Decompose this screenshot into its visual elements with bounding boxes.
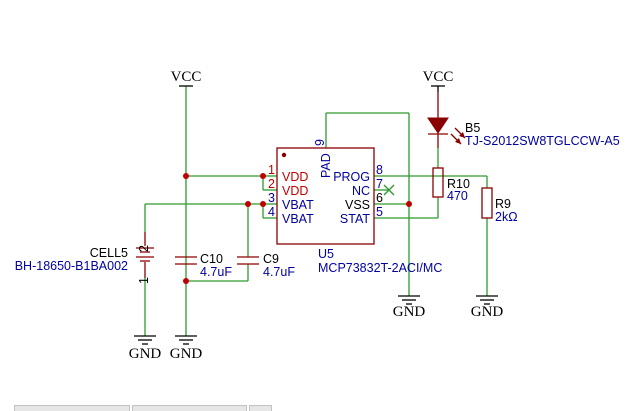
u5-ref: U5: [318, 247, 334, 261]
u5-pin-9-number: 9: [313, 139, 327, 146]
tab-2[interactable]: [132, 405, 247, 411]
tab-3[interactable]: [249, 405, 272, 411]
junction-vss: [406, 201, 412, 207]
r10-value: 470: [447, 189, 468, 203]
bottom-tab-strip: [0, 405, 642, 411]
gnd-ic-label: GND: [393, 304, 426, 320]
resistor-r10[interactable]: R10 470: [432, 167, 470, 203]
cell-ref: CELL5: [90, 246, 128, 260]
gnd-cap-label: GND: [170, 346, 203, 362]
ground-r9: GND: [471, 295, 504, 320]
r9-ref: R9: [495, 197, 511, 211]
junction-pin1: [260, 173, 266, 179]
ground-cell: GND: [129, 335, 162, 362]
gnd-r9-label: GND: [471, 304, 504, 320]
power-vcc-right: VCC: [423, 69, 454, 87]
ic-u5[interactable]: 1 2 3 4 VDD VDD VBAT VBAT 8 7 6 5 PROG N…: [268, 139, 442, 275]
r9-value: 2kΩ: [495, 210, 518, 224]
capacitor-c9[interactable]: C9 4.7uF: [237, 252, 295, 279]
vcc-left-label: VCC: [171, 69, 202, 85]
junction-c9: [245, 201, 251, 207]
u5-pin-1-number: 1: [268, 163, 275, 177]
u5-pin-1-name: VDD: [282, 170, 308, 184]
capacitor-c10[interactable]: C10 4.7uF: [175, 252, 232, 279]
c10-ref: C10: [200, 252, 223, 266]
u5-pin-8-number: 8: [376, 163, 383, 177]
b5-ref: B5: [465, 121, 480, 135]
u5-pin-5-number: 5: [376, 205, 383, 219]
u5-body[interactable]: [276, 147, 375, 245]
tab-1[interactable]: [14, 405, 130, 411]
led-triangle: [427, 117, 449, 134]
vcc-right-label: VCC: [423, 69, 454, 85]
c9-value: 4.7uF: [263, 265, 295, 279]
junction-pin3: [260, 201, 266, 207]
c10-value: 4.7uF: [200, 265, 232, 279]
cell-pin-top-number: 2: [137, 245, 151, 252]
u5-pin-8-name: PROG: [333, 170, 370, 184]
u5-value: MCP73832T-2ACI/MC: [318, 261, 442, 275]
u5-pin-2-name: VDD: [282, 184, 308, 198]
junction-cap-gnd: [183, 278, 189, 284]
u5-pin-7-number: 7: [376, 177, 383, 191]
b5-value: TJ-S2012SW8TGLCCW-A5: [465, 134, 620, 148]
u5-pin-7-name: NC: [352, 184, 370, 198]
u5-pin-2-number: 2: [268, 177, 275, 191]
r10-ref: R10: [447, 177, 470, 191]
u5-pad-name: PAD: [319, 153, 333, 178]
u5-pin-3-name: VBAT: [282, 198, 314, 212]
u5-pin-4-number: 4: [268, 205, 275, 219]
u5-pin-3-number: 3: [268, 191, 275, 205]
u5-pin1-dot: [281, 152, 287, 158]
ground-ic: GND: [393, 295, 426, 320]
ground-cap: GND: [170, 335, 203, 362]
u5-pin-6-number: 6: [376, 191, 383, 205]
u5-pin-6-name: VSS: [345, 198, 370, 212]
gnd-cell-label: GND: [129, 346, 162, 362]
cell-pin-bottom-number: 1: [137, 277, 151, 284]
battery-cell5[interactable]: 2 1 CELL5 BH-18650-B1BA002: [15, 232, 154, 284]
cell-value: BH-18650-B1BA002: [15, 259, 128, 273]
u5-pin-4-name: VBAT: [282, 212, 314, 226]
u5-pin-5-name: STAT: [340, 212, 370, 226]
junctions: [183, 173, 412, 284]
c9-ref: C9: [263, 252, 279, 266]
resistor-r9[interactable]: R9 2kΩ: [481, 187, 518, 224]
led-b5[interactable]: B5 TJ-S2012SW8TGLCCW-A5: [427, 92, 620, 148]
junction-vdd: [183, 173, 189, 179]
no-connect-marker: [383, 184, 395, 196]
power-vcc-left: VCC: [171, 69, 202, 87]
